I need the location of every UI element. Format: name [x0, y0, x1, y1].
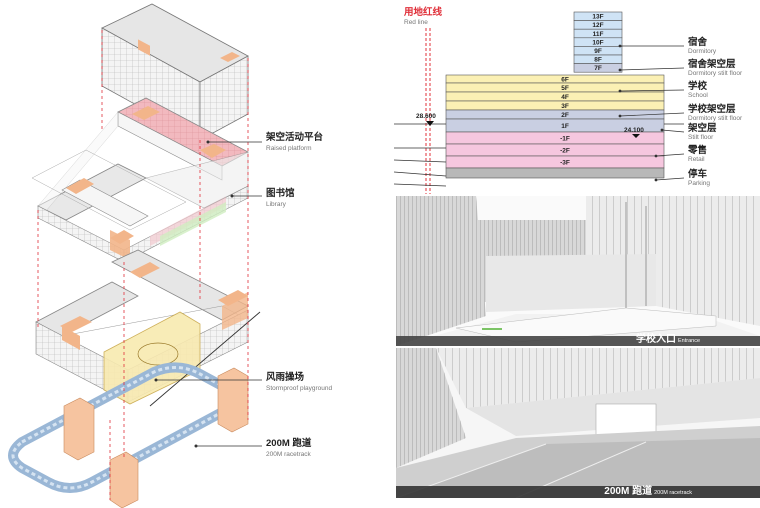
floor-label-7F: 7F	[594, 65, 602, 72]
label-raised-platform: 架空活动平台 Raised platform	[265, 131, 324, 152]
label-stormproof-playground: 风雨操场 Stormproof playground	[266, 371, 333, 392]
floor-7F	[573, 63, 623, 73]
label-racetrack: 200M 跑道 200M racetrack	[266, 437, 312, 458]
floor-label-9F: 9F	[594, 48, 602, 55]
red-line-label-en: Red line	[404, 19, 428, 26]
svg-text:Dormitory: Dormitory	[688, 48, 717, 55]
floor-label-2F: 2F	[561, 112, 569, 119]
svg-text:Dormitory stilt floor: Dormitory stilt floor	[688, 70, 743, 77]
svg-text:School: School	[688, 92, 708, 99]
floor-label--1F: -1F	[560, 135, 570, 142]
floor-4F	[445, 91, 665, 102]
floor-label-3F: 3F	[561, 103, 569, 110]
floor-label-4F: 4F	[561, 94, 569, 101]
svg-text:Library: Library	[266, 201, 287, 208]
floor-label-13F: 13F	[592, 14, 603, 21]
label-library: 图书馆 Library	[266, 187, 295, 208]
elevation-right: 24.100	[624, 127, 644, 134]
svg-text:零售: 零售	[687, 144, 707, 156]
raised-platform-level	[31, 97, 249, 263]
podium-floors: 6F 5F 4F 3F 2F 1F -1F -2F -3F	[445, 74, 665, 179]
elevation-left: 28.600	[416, 113, 436, 120]
floor-label-12F: 12F	[592, 22, 603, 29]
floor--2F	[445, 143, 665, 157]
svg-text:架空层: 架空层	[687, 122, 717, 134]
floor-label-11F: 11F	[593, 31, 604, 38]
exploded-axonometric: 架空活动平台 Raised platform 图书馆 Library 风雨操场 …	[8, 3, 333, 508]
svg-text:200M racetrack: 200M racetrack	[266, 451, 312, 458]
svg-text:学校: 学校	[688, 80, 708, 92]
floor-3F	[445, 100, 665, 111]
stair-towers	[63, 367, 249, 508]
svg-text:Raised platform: Raised platform	[266, 145, 312, 152]
floor-label--2F: -2F	[560, 147, 570, 154]
svg-text:停车: 停车	[688, 168, 708, 180]
floor-6F	[445, 74, 665, 84]
svg-text:Dormitory stilt floor: Dormitory stilt floor	[688, 115, 743, 122]
floor-2F	[445, 109, 665, 120]
svg-text:图书馆: 图书馆	[266, 187, 295, 199]
floor-label-10F: 10F	[592, 39, 603, 46]
svg-text:架空活动平台: 架空活动平台	[265, 131, 324, 143]
parking-band	[445, 167, 665, 179]
floor--3F	[445, 155, 665, 169]
svg-text:Stormproof playground: Stormproof playground	[266, 385, 333, 392]
svg-text:宿舍架空层: 宿舍架空层	[688, 58, 736, 70]
floor-label-6F: 6F	[561, 76, 569, 83]
floor-label-5F: 5F	[561, 85, 569, 92]
dormitory-block	[101, 3, 249, 141]
svg-text:Retail: Retail	[688, 156, 705, 163]
svg-text:风雨操场: 风雨操场	[266, 371, 305, 383]
svg-text:学校架空层: 学校架空层	[688, 103, 736, 115]
floor-label-8F: 8F	[594, 57, 602, 64]
svg-text:200M 跑道: 200M 跑道	[266, 437, 312, 449]
red-line-label: 用地红线	[403, 6, 443, 18]
svg-text:宿舍: 宿舍	[688, 36, 708, 48]
floor-label--3F: -3F	[560, 159, 570, 166]
school-lower-level	[35, 249, 261, 407]
floor-label-1F: 1F	[561, 123, 569, 130]
alignment-lines	[37, 30, 249, 500]
svg-text:Parking: Parking	[688, 180, 710, 187]
svg-text:Stilt floor: Stilt floor	[688, 134, 714, 141]
